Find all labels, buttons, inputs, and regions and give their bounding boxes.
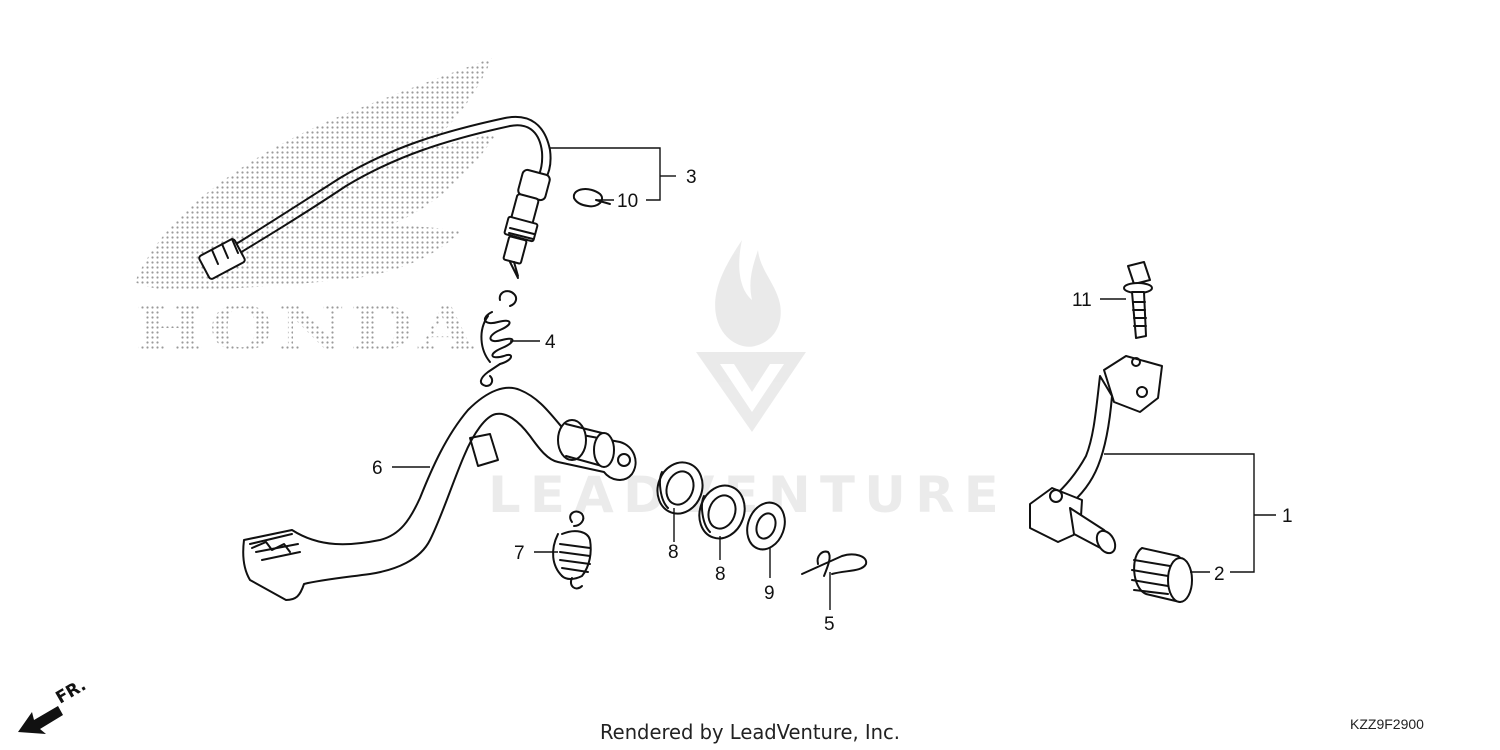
callout-3: 3 (686, 167, 697, 188)
honda-wing-logo (135, 58, 496, 291)
callout-10: 10 (617, 191, 638, 212)
callout-11: 11 (1072, 290, 1092, 311)
honda-logo-text: HONDA (135, 292, 480, 365)
return-spring (552, 510, 592, 590)
leader-lines (392, 147, 1276, 610)
callout-7: 7 (514, 543, 525, 564)
callout-5: 5 (824, 614, 835, 635)
diagram-code: KZZ9F2900 (1350, 716, 1424, 732)
front-arrow-icon (18, 706, 63, 734)
watermark-emblem (696, 240, 806, 432)
dust-seal-1 (656, 461, 704, 515)
cotter-pin (801, 550, 868, 577)
watermark-text: LEADVENTURE (488, 466, 1008, 524)
callout-8b: 8 (715, 564, 726, 585)
callout-6: 6 (372, 458, 383, 479)
callout-9: 9 (764, 583, 775, 604)
gear-shift-pedal (1029, 355, 1163, 555)
callout-1: 1 (1282, 506, 1293, 527)
brake-pedal (242, 386, 637, 601)
front-direction-label: FR. (53, 675, 90, 708)
footer-credit: Rendered by LeadVenture, Inc. (600, 720, 900, 744)
washer (746, 501, 786, 551)
brake-pedal-spring (480, 290, 518, 387)
clip (572, 188, 611, 208)
stop-switch-assembly (198, 115, 552, 280)
callout-8a: 8 (668, 542, 679, 563)
callout-4: 4 (545, 332, 556, 353)
dust-seal-2 (698, 484, 746, 540)
flange-bolt (1123, 261, 1153, 339)
front-direction-indicator: FR. (18, 675, 90, 734)
shift-pedal-rubber (1131, 547, 1193, 603)
callout-2: 2 (1214, 564, 1225, 585)
